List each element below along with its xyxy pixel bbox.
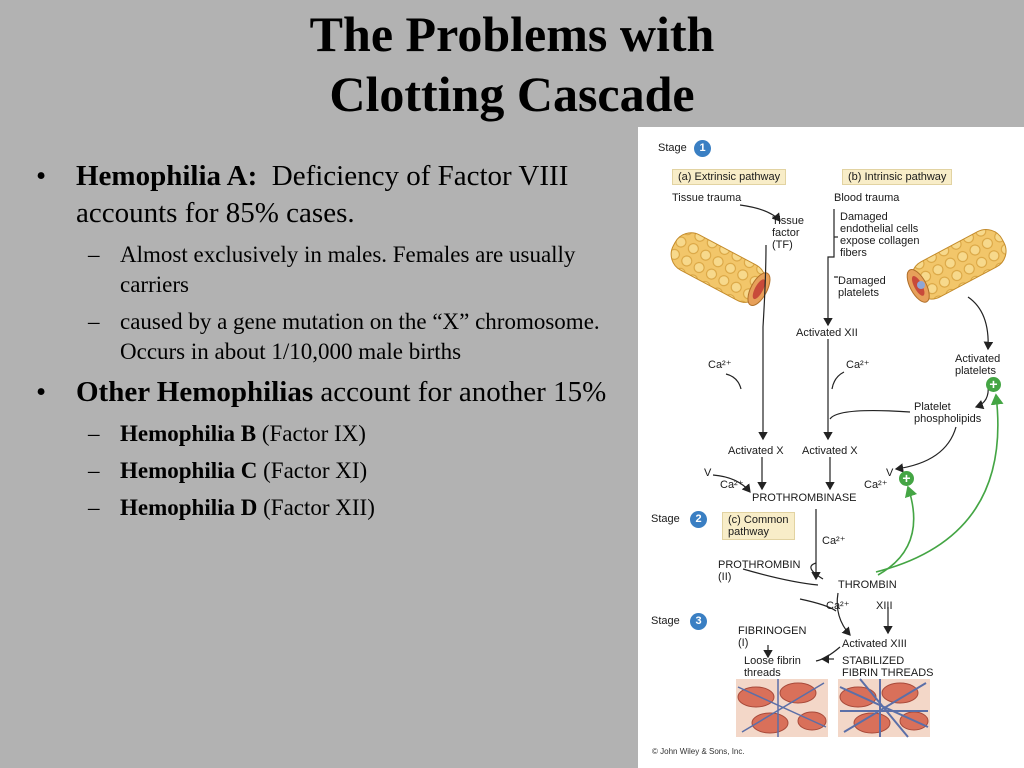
loose-fibrin-label: Loose fibrin threads: [744, 655, 801, 679]
intrinsic-pathway-label: (b) Intrinsic pathway: [842, 169, 953, 185]
sub-bullet-bold: Hemophilia C: [120, 458, 258, 483]
extrinsic-pathway-label: (a) Extrinsic pathway: [672, 169, 787, 185]
sub-bullet-bold: Hemophilia B: [120, 421, 257, 446]
sub-bullet-dash: –: [88, 421, 100, 446]
tissue-trauma-label: Tissue trauma: [672, 192, 742, 204]
sub-bullet-text: (Factor XII): [263, 495, 375, 520]
positive-feedback-icon: +: [986, 377, 1001, 392]
sub-bullet-males: – Almost exclusively in males. Females a…: [32, 240, 612, 300]
loose-fibrin-image: [736, 679, 828, 737]
ca-left-label: Ca²⁺: [708, 359, 732, 371]
sub-bullet-text: (Factor IX): [261, 421, 366, 446]
bullet-hemophilia-a: • Hemophilia A: Deficiency of Factor VII…: [32, 158, 612, 232]
stage-1-number: 1: [694, 140, 711, 157]
ca-prothrombinase-left-label: Ca²⁺: [720, 479, 744, 491]
xiii-label: XIII: [876, 600, 893, 612]
activated-x-left-label: Activated X: [728, 445, 784, 457]
tissue-factor-label: Tissue factor (TF): [772, 215, 804, 251]
sub-bullet-text: (Factor XI): [263, 458, 368, 483]
bullet-text: Deficiency of Factor VIII accounts for 8…: [76, 160, 569, 229]
title-line-2: Clotting Cascade: [329, 66, 695, 122]
copyright-text: © John Wiley & Sons, Inc.: [652, 747, 745, 756]
ca-common-label: Ca²⁺: [822, 535, 846, 547]
stage-3-label: Stage: [651, 615, 680, 627]
sub-bullet-gene-mutation: – caused by a gene mutation on the “X” c…: [32, 307, 612, 367]
sub-bullet-hemophilia-d: – Hemophilia D (Factor XII): [32, 493, 612, 523]
sub-bullet-dash: –: [88, 458, 100, 483]
platelet-icon: [917, 281, 925, 289]
stage-3-number: 3: [690, 613, 707, 630]
bullet-list: • Hemophilia A: Deficiency of Factor VII…: [32, 158, 612, 530]
sub-bullet-hemophilia-b: – Hemophilia B (Factor IX): [32, 419, 612, 449]
stage-2-label: Stage: [651, 513, 680, 525]
blood-trauma-label: Blood trauma: [834, 192, 900, 204]
activated-xii-label: Activated XII: [796, 327, 858, 339]
stage-1-label: Stage: [658, 142, 687, 154]
prothrombinase-label: PROTHROMBINASE: [752, 492, 857, 504]
prothrombin-label: PROTHROMBIN (II): [718, 559, 801, 583]
thrombin-label: THROMBIN: [838, 579, 897, 591]
bullet-other-hemophilias: • Other Hemophilias account for another …: [32, 374, 612, 411]
bullet-dot: •: [36, 160, 47, 192]
bullet-bold: Other Hemophilias: [76, 376, 314, 408]
bullet-dot: •: [36, 376, 47, 408]
blood-vessel-left-icon: [670, 232, 771, 307]
factor-v-left-label: V: [704, 467, 712, 479]
activated-platelets-label: Activated platelets: [955, 353, 1001, 377]
bullet-bold: Hemophilia A:: [76, 160, 258, 192]
slide-title: The Problems with Clotting Cascade: [0, 4, 1024, 124]
positive-feedback-icon: +: [899, 471, 914, 486]
sub-bullet-text: caused by a gene mutation on the “X” chr…: [120, 309, 600, 364]
sub-bullet-dash: –: [88, 495, 100, 520]
stabilized-fibrin-label: STABILIZED FIBRIN THREADS: [842, 655, 934, 679]
sub-bullet-bold: Hemophilia D: [120, 495, 258, 520]
sub-bullet-text: Almost exclusively in males. Females are…: [120, 242, 576, 297]
bullet-text: account for another 15%: [320, 376, 607, 408]
title-line-1: The Problems with: [309, 6, 715, 62]
activated-x-right-label: Activated X: [802, 445, 858, 457]
clotting-cascade-figure: Stage 1 Stage 2 Stage 3 (a) Extrinsic pa…: [638, 127, 1024, 768]
stage-2-number: 2: [690, 511, 707, 528]
factor-v-right-label: V: [886, 467, 894, 479]
activated-xiii-label: Activated XIII: [842, 638, 907, 650]
common-pathway-label: (c) Common pathway: [722, 512, 795, 540]
ca-prothrombinase-right-label: Ca²⁺: [864, 479, 888, 491]
damaged-platelets-label: Damaged platelets: [838, 275, 886, 299]
ca-thrombin-label: Ca²⁺: [826, 600, 850, 612]
cascade-arrows: [670, 204, 1007, 738]
stabilized-fibrin-image: [838, 678, 930, 738]
ca-right-label: Ca²⁺: [846, 359, 870, 371]
damaged-cells-label: Damaged endothelial cells expose collage…: [840, 211, 920, 259]
platelet-phospholipids-label: Platelet phospholipids: [914, 401, 982, 425]
sub-bullet-hemophilia-c: – Hemophilia C (Factor XI): [32, 456, 612, 486]
fibrinogen-label: FIBRINOGEN (I): [738, 625, 807, 649]
sub-bullet-dash: –: [88, 242, 100, 267]
sub-bullet-dash: –: [88, 309, 100, 334]
